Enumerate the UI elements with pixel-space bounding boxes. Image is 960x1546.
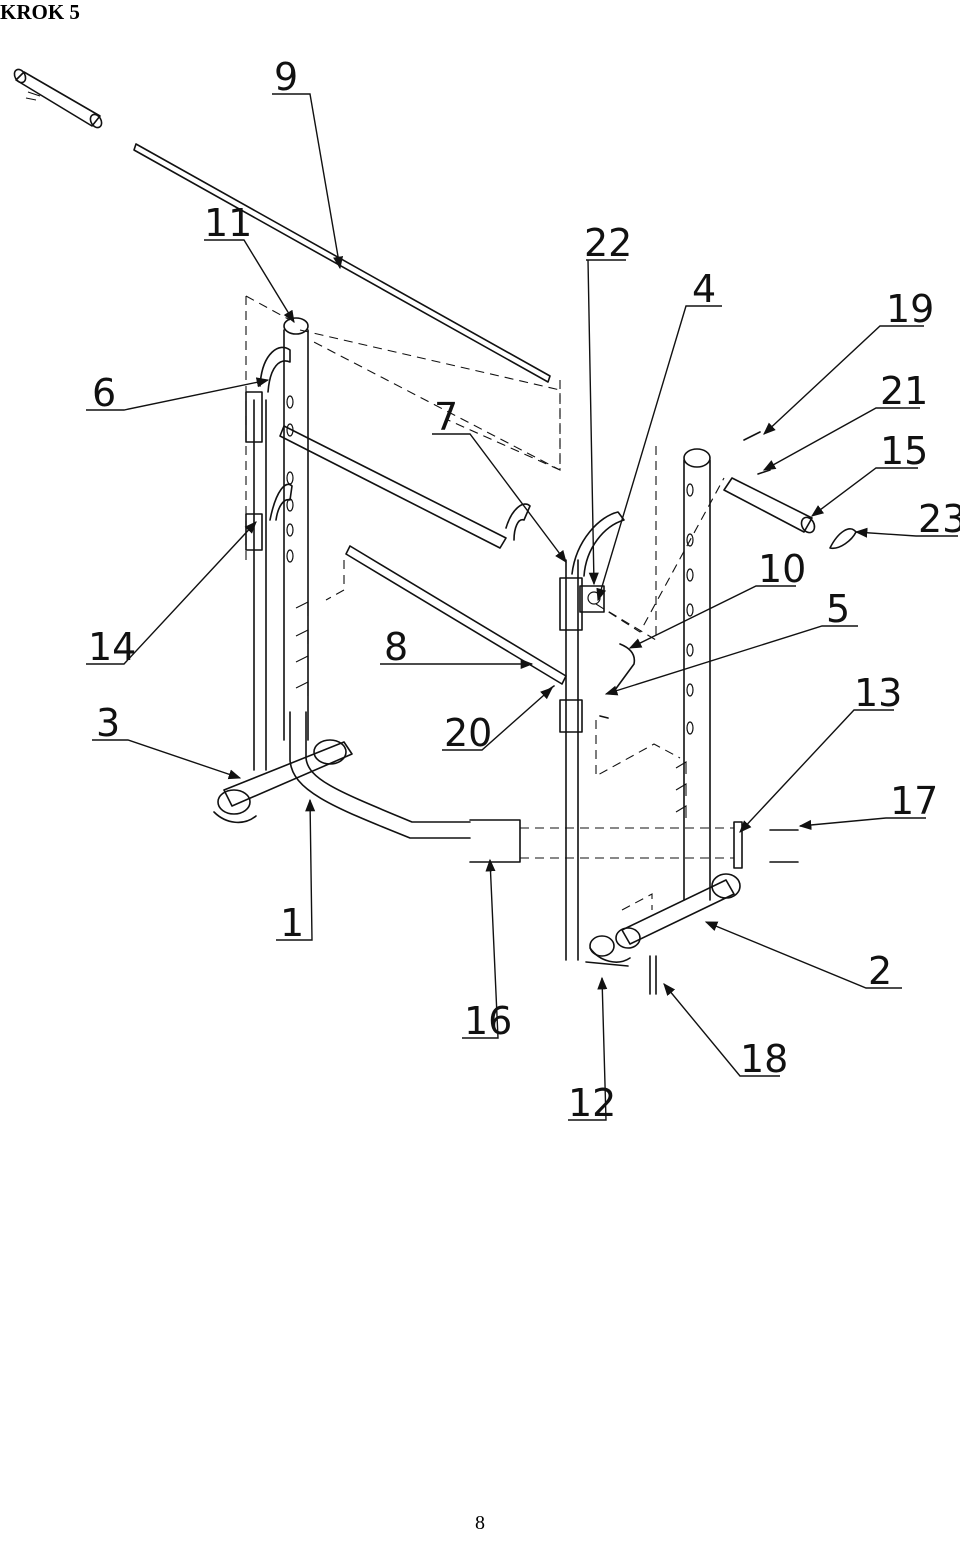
callout-label: 20	[444, 711, 492, 755]
callout-10: 10	[628, 547, 806, 649]
callout-17: 17	[798, 779, 938, 830]
bar-holder-top-left	[13, 68, 103, 129]
callout-19: 19	[763, 287, 934, 435]
callout-label: 10	[758, 547, 806, 591]
callout-1: 1	[276, 798, 316, 945]
callout-12: 12	[568, 976, 616, 1125]
callout-7: 7	[432, 395, 567, 564]
callout-2: 2	[704, 921, 902, 993]
callout-label: 7	[434, 395, 458, 439]
page-number: 8	[475, 1512, 485, 1534]
callout-8: 8	[380, 625, 534, 670]
callout-6: 6	[86, 371, 270, 415]
assembly-dash-lines	[245, 295, 734, 911]
callout-label: 1	[280, 901, 304, 945]
callout-13: 13	[739, 671, 902, 833]
callout-23: 23	[854, 497, 960, 541]
left-upright-post	[283, 317, 309, 741]
bar-holder-15	[723, 477, 816, 534]
left-guide-rod	[245, 346, 293, 771]
right-base-foot-2	[585, 873, 741, 967]
callout-label: 15	[880, 429, 928, 473]
step-heading: KROK 5	[0, 0, 80, 24]
callout-label: 8	[384, 625, 408, 669]
callout-label: 12	[568, 1081, 616, 1125]
callout-18: 18	[663, 983, 788, 1081]
callout-label: 17	[890, 779, 938, 823]
callout-20: 20	[442, 687, 553, 755]
callout-label: 9	[274, 55, 298, 99]
callout-label: 6	[92, 371, 116, 415]
callout-label: 22	[584, 221, 632, 265]
callout-label: 5	[826, 587, 850, 631]
right-guide-rod	[559, 511, 625, 961]
callout-11: 11	[204, 201, 295, 324]
right-upright-post	[675, 448, 711, 901]
callout-5: 5	[604, 587, 858, 696]
callout-label: 13	[854, 671, 902, 715]
callout-4: 4	[596, 267, 722, 602]
callout-label: 4	[692, 267, 716, 311]
callout-label: 18	[740, 1037, 788, 1081]
cross-bar-7	[279, 425, 531, 549]
callout-9: 9	[272, 55, 344, 270]
long-bar-9	[133, 143, 551, 383]
callout-label: 2	[868, 949, 892, 993]
callout-label: 16	[464, 999, 512, 1043]
callout-14: 14	[86, 521, 257, 669]
cross-bar-8	[345, 545, 567, 685]
callout-label: 21	[880, 369, 928, 413]
callout-label: 11	[204, 201, 252, 245]
callout-15: 15	[810, 429, 928, 517]
callout-22: 22	[584, 221, 632, 584]
callout-label: 19	[886, 287, 934, 331]
left-base-foot	[213, 739, 353, 824]
callout-label: 14	[88, 625, 136, 669]
callout-16: 16	[462, 858, 512, 1043]
callout-21: 21	[762, 369, 928, 471]
callout-label: 3	[96, 701, 120, 745]
callout-3: 3	[92, 701, 242, 780]
callout-label: 23	[918, 497, 960, 541]
